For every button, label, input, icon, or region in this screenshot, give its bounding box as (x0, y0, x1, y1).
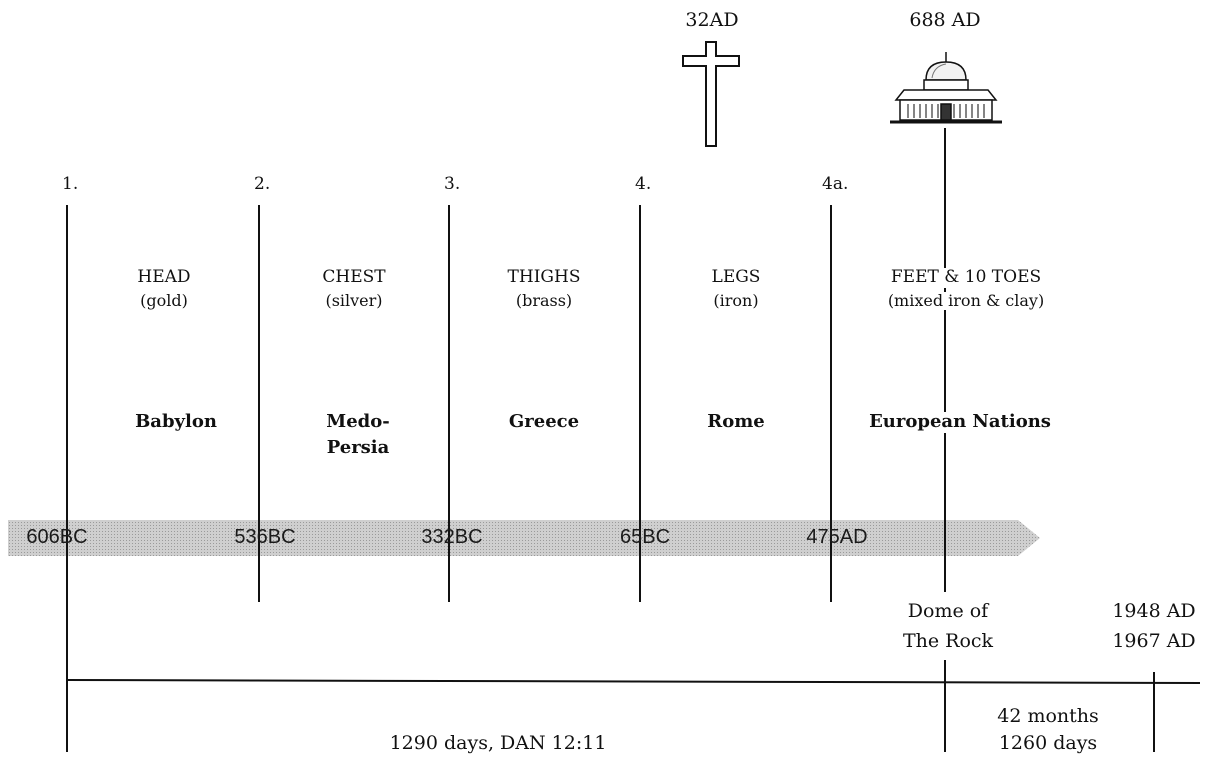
date-606bc: 606BC (26, 526, 88, 548)
metal-iron: (iron) (713, 291, 759, 310)
body-part-legs: LEGS (711, 267, 761, 287)
date-536bc: 536BC (234, 526, 296, 548)
dome-year: 688 AD (909, 9, 981, 31)
body-part-feet-toes: FEET & 10 TOES (888, 267, 1044, 288)
empire-greece: Greece (508, 411, 580, 432)
dome-of-the-rock-icon (890, 52, 1002, 124)
cross-icon (682, 41, 740, 147)
empire-medo-persia-line1: Medo- (326, 411, 390, 432)
metal-gold: (gold) (140, 291, 188, 310)
year-1967: 1967 AD (1112, 630, 1196, 652)
kingdom-number-4: 4. (635, 174, 652, 194)
body-part-thighs: THIGHS (507, 267, 581, 287)
dome-label-line2: The Rock (902, 630, 994, 652)
metal-brass: (brass) (515, 291, 573, 310)
span-1290-days: 1290 days, DAN 12:11 (389, 732, 607, 754)
dome-label-line1: Dome of (907, 600, 989, 622)
metal-iron-clay: (mixed iron & clay) (885, 291, 1047, 311)
date-475ad: 475AD (806, 526, 868, 548)
year-1948: 1948 AD (1112, 600, 1196, 622)
date-65bc: 65BC (619, 526, 671, 548)
empire-babylon: Babylon (135, 411, 217, 432)
kingdom-number-3: 3. (444, 174, 461, 194)
cross-year: 32AD (685, 9, 739, 31)
body-part-head: HEAD (137, 267, 191, 287)
empire-european-nations: European Nations (867, 411, 1053, 433)
empire-rome: Rome (707, 411, 765, 432)
span-1260-days: 1260 days (998, 732, 1098, 754)
empire-medo-persia-line2: Persia (326, 437, 390, 458)
body-part-chest: CHEST (322, 267, 386, 287)
kingdom-number-1: 1. (62, 174, 79, 194)
span-42-months: 42 months (997, 705, 1099, 727)
kingdom-number-2: 2. (254, 174, 271, 194)
span-baseline (66, 679, 1201, 684)
timeline-arrow (8, 520, 1040, 556)
kingdom-number-4a: 4a. (822, 174, 849, 194)
date-332bc: 332BC (421, 526, 483, 548)
metal-silver: (silver) (325, 291, 383, 310)
